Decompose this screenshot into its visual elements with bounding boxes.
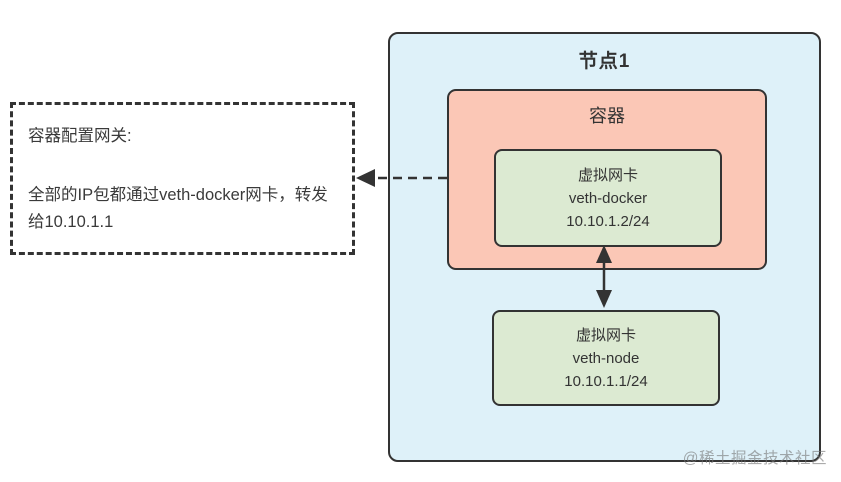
node1-box: 节点1 容器 虚拟网卡 veth-docker 10.10.1.2/24 虚拟网… [388, 32, 821, 462]
veth-node-ip: 10.10.1.1/24 [564, 372, 648, 390]
veth-docker-box: 虚拟网卡 veth-docker 10.10.1.2/24 [494, 149, 722, 247]
watermark-text: @稀土掘金技术社区 [682, 450, 827, 467]
container-box: 容器 虚拟网卡 veth-docker 10.10.1.2/24 [447, 89, 767, 270]
node1-title: 节点1 [578, 51, 631, 72]
veth-node-label: 虚拟网卡 [575, 326, 636, 344]
gateway-note-box: 容器配置网关: 全部的IP包都通过veth-docker网卡，转发给10.10.… [10, 102, 355, 255]
gateway-note-body: 全部的IP包都通过veth-docker网卡，转发给10.10.1.1 [28, 186, 328, 231]
veth-docker-name: veth-docker [568, 189, 648, 207]
veth-node-name: veth-node [572, 349, 640, 367]
veth-docker-ip: 10.10.1.2/24 [566, 212, 650, 230]
veth-docker-label: 虚拟网卡 [577, 166, 638, 184]
gateway-note-heading: 容器配置网关: [28, 127, 132, 145]
veth-node-box: 虚拟网卡 veth-node 10.10.1.1/24 [492, 310, 720, 406]
container-title: 容器 [589, 106, 625, 126]
